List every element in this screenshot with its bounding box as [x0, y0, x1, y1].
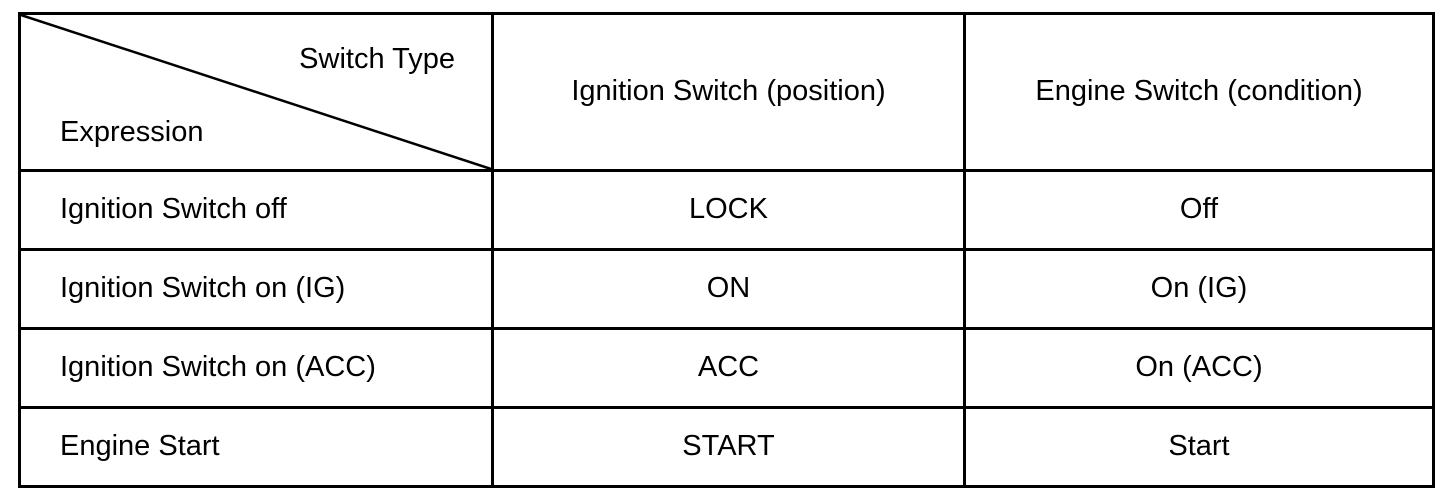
switch-type-table: Switch Type Expression Ignition Switch (…	[18, 12, 1435, 488]
ignition-position-cell: START	[491, 406, 966, 488]
ignition-position-cell: ACC	[491, 327, 966, 409]
column-header-engine-switch: Engine Switch (condition)	[963, 12, 1435, 172]
engine-condition-cell: Start	[963, 406, 1435, 488]
ignition-position-cell: LOCK	[491, 169, 966, 251]
expression-cell: Engine Start	[18, 406, 494, 488]
engine-condition-cell: Off	[963, 169, 1435, 251]
table-body: Ignition Switch off LOCK Off Ignition Sw…	[18, 169, 1435, 488]
diagonal-divider-line	[21, 15, 491, 169]
corner-bottom-label: Expression	[60, 115, 204, 148]
column-header-ignition-switch: Ignition Switch (position)	[491, 12, 966, 172]
expression-cell: Ignition Switch on (IG)	[18, 248, 494, 330]
expression-cell: Ignition Switch on (ACC)	[18, 327, 494, 409]
table-row: Ignition Switch on (ACC) ACC On (ACC)	[18, 327, 1435, 409]
corner-top-label: Switch Type	[299, 43, 455, 75]
engine-condition-cell: On (ACC)	[963, 327, 1435, 409]
table-row: Ignition Switch on (IG) ON On (IG)	[18, 248, 1435, 330]
corner-header-cell: Switch Type Expression	[18, 12, 494, 172]
engine-condition-cell: On (IG)	[963, 248, 1435, 330]
table-row: Ignition Switch off LOCK Off	[18, 169, 1435, 251]
ignition-position-cell: ON	[491, 248, 966, 330]
expression-cell: Ignition Switch off	[18, 169, 494, 251]
table-header-row: Switch Type Expression Ignition Switch (…	[18, 12, 1435, 172]
table-row: Engine Start START Start	[18, 406, 1435, 488]
